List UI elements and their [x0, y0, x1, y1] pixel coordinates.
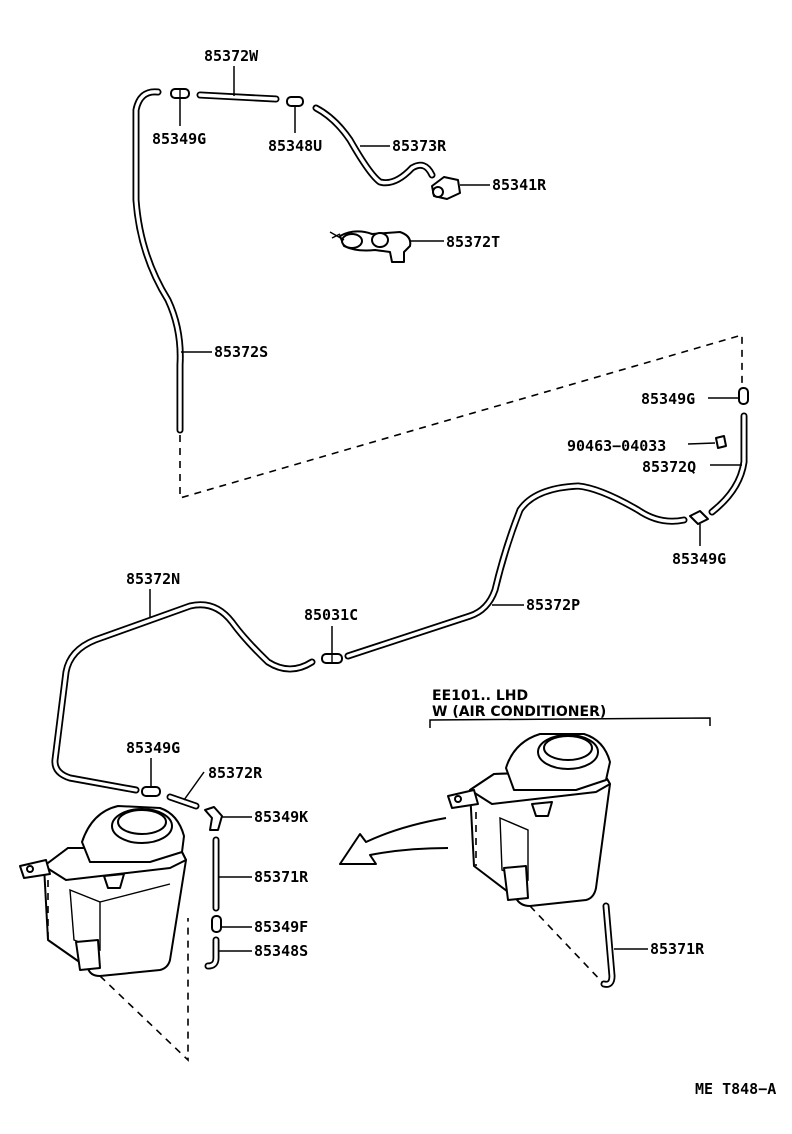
elbow-85348S [204, 936, 220, 970]
hose-85372R [166, 793, 200, 810]
label-85349G-right-top: 85349G [641, 390, 695, 408]
elbow-85349K [204, 806, 223, 831]
label-85349F: 85349F [254, 918, 308, 936]
joint-85349G-top [170, 88, 190, 99]
dashed-link-left-tank [99, 918, 189, 1062]
joint-85349F [211, 915, 222, 933]
nozzle-85341R [431, 176, 461, 200]
label-85349G-lower: 85349G [126, 739, 180, 757]
washer-tank-left [19, 805, 187, 977]
label-90463-04033: 90463−04033 [567, 437, 666, 455]
hose-85372Q [708, 412, 748, 516]
label-85372N: 85372N [126, 570, 180, 588]
label-85372W: 85372W [204, 47, 259, 65]
variant-line-1: EE101.. LHD [432, 688, 528, 704]
label-85349G-top: 85349G [152, 130, 206, 148]
dashed-link-right-tank [529, 905, 605, 985]
hose-85372S [132, 88, 184, 434]
label-85373R: 85373R [392, 137, 447, 155]
label-85348U: 85348U [268, 137, 322, 155]
label-85372R: 85372R [208, 764, 263, 782]
joint-85349G-right-bottom [689, 510, 709, 525]
hose-85372P [344, 482, 688, 660]
label-85349G-right-bottom: 85349G [672, 550, 726, 568]
label-85341R: 85341R [492, 176, 547, 194]
hose-85373R [312, 104, 436, 187]
label-85348S: 85348S [254, 942, 308, 960]
label-85372T: 85372T [446, 233, 500, 251]
pump-85372T [329, 230, 412, 263]
joint-85349G-lower [141, 786, 161, 797]
label-85372P: 85372P [526, 596, 580, 614]
hose-85372N [51, 601, 316, 794]
label-85371R-right: 85371R [650, 940, 705, 958]
label-85371R-left: 85371R [254, 868, 309, 886]
dashed-link-top [179, 333, 743, 500]
variant-bracket [429, 717, 711, 728]
label-85349K: 85349K [254, 808, 308, 826]
joint-85031C [321, 653, 343, 664]
clip-90463-04033 [715, 435, 727, 449]
hose-85371R-right [600, 902, 616, 988]
washer-tank-right [447, 733, 611, 907]
label-85031C: 85031C [304, 606, 358, 624]
label-85372S: 85372S [214, 343, 268, 361]
joint-85348U [286, 96, 304, 107]
variant-line-2: W (AIR CONDITIONER) [432, 704, 606, 720]
label-85372Q: 85372Q [642, 458, 696, 476]
diagram-code: ME T848−A [695, 1080, 776, 1098]
joint-85349G-right-top [738, 387, 749, 405]
hose-85372W [196, 91, 280, 103]
arrow-left-icon [339, 817, 449, 865]
